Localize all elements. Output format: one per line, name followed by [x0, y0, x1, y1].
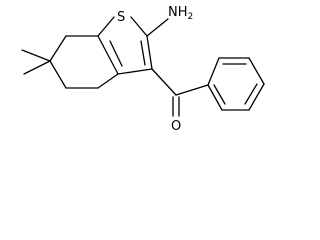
- bond: [146, 35, 153, 70]
- bond: [248, 57, 265, 85]
- bond: [151, 68, 177, 96]
- methyl-bond: [23, 60, 51, 75]
- cyclohexene-ring: [49, 35, 119, 89]
- molecule-svg: S NH2 O: [21, 5, 265, 134]
- bond: [97, 16, 115, 37]
- bond: [248, 83, 265, 111]
- bond: [140, 40, 146, 66]
- bond: [207, 84, 223, 111]
- bond: [97, 73, 119, 89]
- sulfur-label: S: [117, 10, 125, 25]
- bond: [175, 84, 209, 96]
- bond: [117, 68, 153, 75]
- oxygen-label: O: [171, 119, 181, 134]
- amine-label-subscript: 2: [188, 12, 194, 22]
- phenyl-ring: [207, 57, 265, 111]
- bond: [109, 40, 123, 67]
- bond: [49, 35, 67, 62]
- amine-label: NH2: [168, 5, 193, 22]
- bond: [213, 84, 226, 105]
- carbonyl-group: [151, 68, 209, 117]
- bond: [244, 83, 258, 105]
- dimethyl-group: [21, 49, 51, 75]
- methyl-bond: [21, 49, 51, 62]
- amine-label-main: NH: [168, 5, 188, 20]
- amine-bond: [146, 18, 169, 37]
- bond: [207, 57, 220, 86]
- bond: [97, 35, 119, 75]
- thiophene-ring: [97, 16, 153, 75]
- structure-diagram: S NH2 O: [21, 5, 265, 134]
- bond: [49, 60, 67, 89]
- bond: [130, 16, 148, 37]
